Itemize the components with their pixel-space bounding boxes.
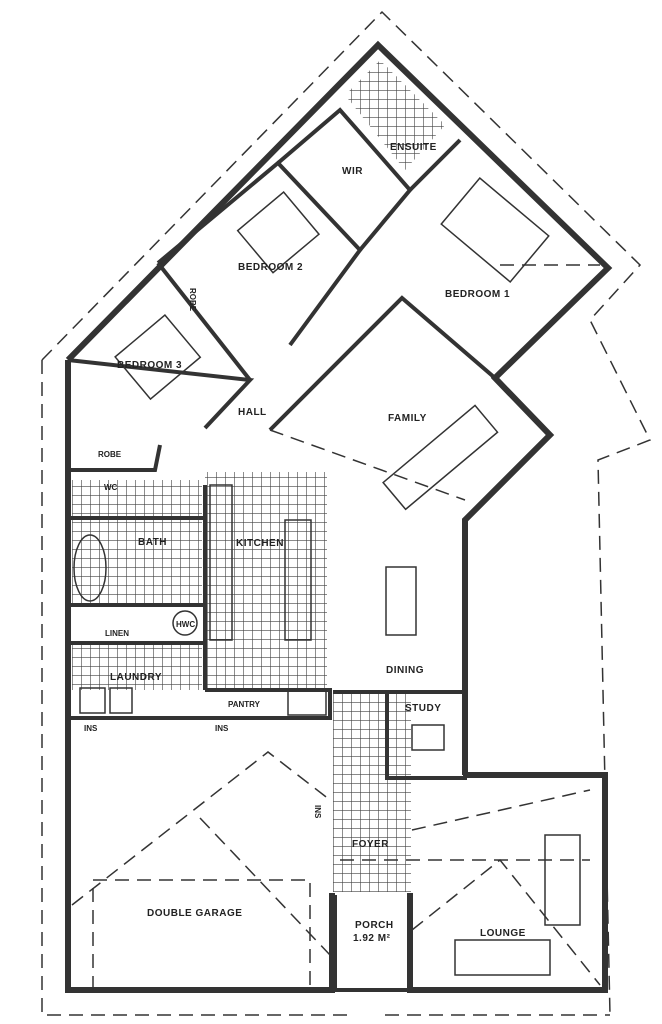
label-hall: HALL <box>238 407 267 418</box>
label-ensuite: ENSUITE <box>390 142 437 153</box>
sofa-lounge <box>544 834 581 926</box>
label-bedroom1: BEDROOM 1 <box>445 289 510 300</box>
tiled-floors <box>72 60 445 892</box>
dining-table <box>385 566 417 636</box>
bed-bedroom2 <box>236 190 321 274</box>
kitchen-bench <box>209 484 233 641</box>
label-kitchen: KITCHEN <box>236 538 284 549</box>
label-robe-bed3: ROBE <box>98 450 122 459</box>
label-family: FAMILY <box>388 413 427 424</box>
sofa-lounge-2 <box>454 939 551 976</box>
label-study: STUDY <box>405 703 441 714</box>
label-porch: PORCH <box>355 920 394 931</box>
roof-outline <box>41 10 652 1016</box>
label-hwc: HWC <box>176 620 195 629</box>
bed-bedroom3 <box>114 314 202 401</box>
study-desk <box>411 724 445 751</box>
label-robe-bed2: ROBE <box>188 288 197 312</box>
label-bath: BATH <box>138 537 167 548</box>
interior-walls <box>67 107 497 780</box>
label-foyer: FOYER <box>352 839 389 850</box>
garage-roof-lines <box>71 264 601 990</box>
label-wc: WC <box>104 483 118 492</box>
room-labels: ENSUITE WIR BEDROOM 2 BEDROOM 1 ROBE BED… <box>84 142 526 944</box>
label-wir: WIR <box>342 166 363 177</box>
label-ins-2: INS <box>215 724 229 733</box>
label-bedroom3: BEDROOM 3 <box>117 360 182 371</box>
label-ins-1: INS <box>84 724 98 733</box>
bathtub <box>73 534 107 602</box>
label-lounge: LOUNGE <box>480 928 526 939</box>
label-dining: DINING <box>386 665 424 676</box>
label-bedroom2: BEDROOM 2 <box>238 262 303 273</box>
furniture <box>114 177 581 976</box>
bed-bedroom1 <box>440 177 550 283</box>
label-double-garage: DOUBLE GARAGE <box>147 908 242 919</box>
label-pantry: PANTRY <box>228 700 261 709</box>
label-linen: LINEN <box>105 629 129 638</box>
label-ins-3: INS <box>313 805 322 819</box>
kitchen-island <box>284 519 312 641</box>
label-porch-area: 1.92 M² <box>353 933 391 944</box>
sofa-family <box>382 404 499 511</box>
label-laundry: LAUNDRY <box>110 672 162 683</box>
